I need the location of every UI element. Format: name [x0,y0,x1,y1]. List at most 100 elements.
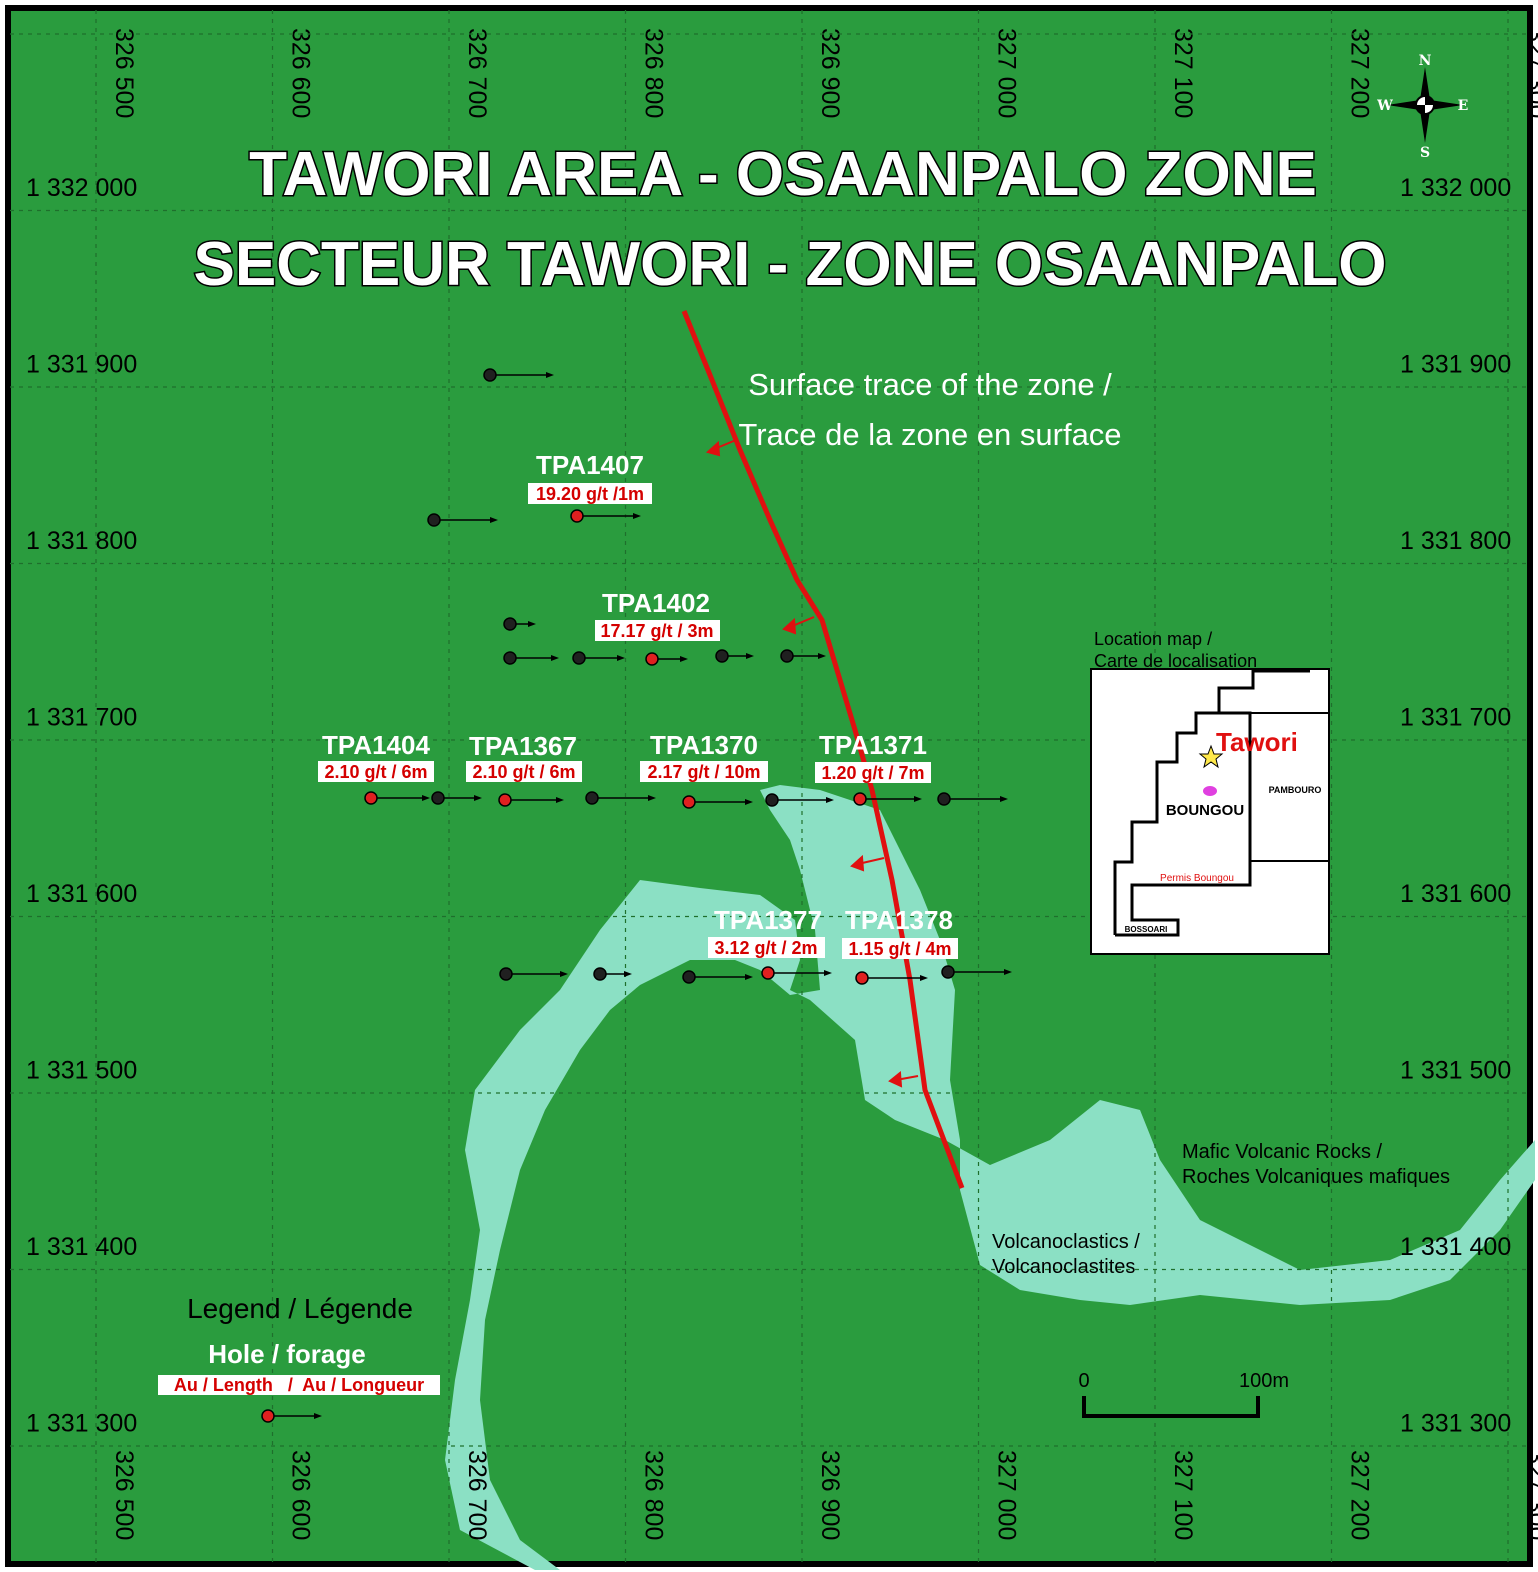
easting-label-bottom: 326 700 [463,1450,491,1540]
zone-surface-trace [681,310,965,1189]
hole-label-tpa1407: TPA1407 19.20 g/t /1m [528,450,652,504]
legend-title: Legend / Légende [187,1293,413,1324]
permis-boungou-label: Permis Boungou [1160,873,1234,884]
svg-text:17.17 g/t / 3m: 17.17 g/t / 3m [600,621,713,641]
hole-label-tpa1378: TPA1378 1.15 g/t / 4m [842,905,958,959]
easting-label-bottom: 326 800 [640,1450,668,1540]
northing-label-right: 1 331 900 [1400,351,1511,379]
northing-label-left: 1 331 900 [26,351,137,379]
map-title-french: SECTEUR TAWORI - ZONE OSAANPALO [194,230,1387,299]
drill-hole-symbol [941,965,1012,979]
svg-text:TPA1378: TPA1378 [845,905,953,935]
zone-trace-label-french: Trace de la zone en surface [738,417,1121,452]
northing-label-left: 1 331 400 [26,1233,137,1261]
drill-hole-symbol [503,617,536,631]
northing-label-right: 1 331 700 [1400,704,1511,732]
svg-text:TPA1371: TPA1371 [819,730,927,760]
hole-label-tpa1370: TPA1370 2.17 g/t / 10m [640,730,768,782]
northing-label-right: 1 331 300 [1400,1410,1511,1438]
mafic-rocks-label-french: Roches Volcaniques mafiques [1182,1166,1450,1188]
easting-label-top: 326 800 [640,28,668,118]
drill-hole-symbol [572,651,625,665]
drill-hole-symbol [855,971,928,985]
property-outline-icon [1203,786,1217,796]
easting-label-bottom: 327 100 [1169,1450,1197,1540]
volcanoclastics-unit [445,785,1535,1570]
scale-bar: 0 100m [1078,1370,1289,1418]
legend-grade-label: Au / Length / Au / Longueur [174,1375,424,1395]
drill-hole-symbol [483,368,554,382]
location-map-caption-english: Location map / [1094,629,1212,649]
tawori-star-icon [1198,744,1224,769]
easting-label-bottom: 327 300 [1522,1450,1538,1540]
easting-label-top: 326 500 [110,28,138,118]
svg-text:TPA1407: TPA1407 [536,450,644,480]
northing-label-left: 1 331 800 [26,527,137,555]
northing-label-right: 1 331 800 [1400,527,1511,555]
easting-label-top: 326 600 [287,28,315,118]
hole-label-tpa1402: TPA1402 17.17 g/t / 3m [595,588,720,641]
drill-hole-symbol [431,791,482,805]
svg-text:S: S [1420,145,1430,161]
mafic-rocks-label-english: Mafic Volcanic Rocks / [1182,1141,1383,1163]
location-map-caption-french: Carte de localisation [1094,651,1257,671]
svg-text:W: W [1376,98,1393,114]
svg-text:2.17 g/t / 10m: 2.17 g/t / 10m [647,762,760,782]
svg-text:TPA1377: TPA1377 [714,905,822,935]
svg-text:2.10 g/t / 6m: 2.10 g/t / 6m [472,762,575,782]
svg-text:TPA1370: TPA1370 [650,730,758,760]
svg-text:N: N [1419,53,1432,69]
svg-text:1.20 g/t / 7m: 1.20 g/t / 7m [821,763,924,783]
dip-arrows [705,439,919,1088]
drill-hole-symbol [427,513,498,527]
hole-label-tpa1404: TPA1404 2.10 g/t / 6m [318,730,434,782]
northing-label-right: 1 331 500 [1400,1057,1511,1085]
hole-label-tpa1367: TPA1367 2.10 g/t / 6m [466,731,582,782]
svg-text:3.12 g/t / 2m: 3.12 g/t / 2m [714,938,817,958]
easting-label-bottom: 327 000 [993,1450,1021,1540]
northing-label-left: 1 331 300 [26,1410,137,1438]
scale-end-label: 100m [1239,1370,1289,1392]
easting-label-bottom: 326 500 [110,1450,138,1540]
drill-hole-symbol [585,791,656,805]
svg-text:TPA1404: TPA1404 [322,730,430,760]
volcanoclastics-label-english: Volcanoclastics / [992,1231,1140,1253]
drill-hole-symbol [364,791,430,805]
drill-hole-symbol [780,649,826,663]
easting-label-bottom: 327 200 [1346,1450,1374,1540]
legend: Legend / Légende Hole / forage Au / Leng… [158,1293,440,1423]
pambouro-label: PAMBOURO [1269,785,1322,795]
svg-text:2.10 g/t / 6m: 2.10 g/t / 6m [324,762,427,782]
scale-start-label: 0 [1078,1370,1089,1392]
drill-hole-symbol [853,792,922,806]
svg-text:TPA1367: TPA1367 [469,731,577,761]
northing-label-left: 1 331 700 [26,704,137,732]
easting-label-top: 327 300 [1522,28,1538,118]
location-map-inset: Location map / Carte de localisation Taw… [1090,629,1330,955]
easting-label-bottom: 326 900 [816,1450,844,1540]
hole-labels: TPA1407 19.20 g/t /1m TPA1402 17.17 g/t … [318,450,958,959]
drill-hole-symbol [503,651,559,665]
hole-label-tpa1371: TPA1371 1.20 g/t / 7m [815,730,931,783]
easting-label-top: 327 200 [1346,28,1374,118]
northing-label-right: 1 331 600 [1400,880,1511,908]
northing-label-left: 1 331 600 [26,880,137,908]
northing-label-right: 1 331 400 [1400,1233,1511,1261]
north-arrow-icon: N S E W [1376,53,1468,161]
drill-hole-symbol [937,792,1008,806]
northing-label-left: 1 332 000 [26,174,137,202]
easting-label-bottom: 326 600 [287,1450,315,1540]
drill-hole-symbol [499,967,568,981]
drill-holes [364,368,1012,985]
svg-text:TPA1402: TPA1402 [602,588,710,618]
map-title-english: TAWORI AREA - OSAANPALO ZONE [249,140,1317,209]
northing-label-left: 1 331 500 [26,1057,137,1085]
zone-trace-label-english: Surface trace of the zone / [748,367,1112,402]
volcanoclastics-label-french: Volcanoclastites [992,1256,1135,1278]
drill-hole-symbol [682,970,753,984]
drill-hole-symbol [593,967,632,981]
easting-label-top: 327 000 [993,28,1021,118]
easting-label-top: 327 100 [1169,28,1197,118]
